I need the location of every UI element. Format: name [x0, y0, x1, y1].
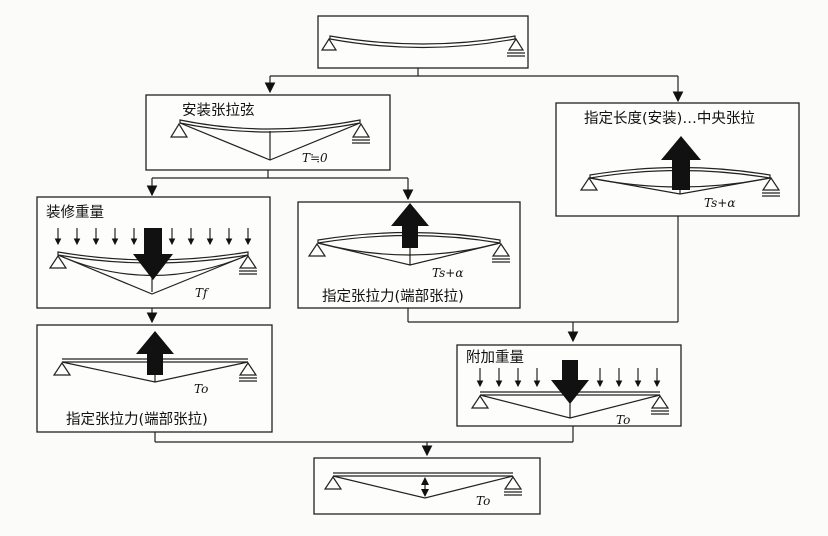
final-state-node: To: [313, 457, 541, 515]
finish-load-value: Tf: [195, 286, 210, 300]
end-tension-a-label: 指定张拉力(端部张拉): [322, 288, 464, 305]
pin-support-icon: [579, 176, 599, 191]
pin-support-icon: [323, 475, 343, 490]
end-tension-b-label: 指定张拉力(端部张拉): [66, 411, 208, 428]
center-tension-value: Ts+α: [704, 196, 735, 210]
distributed-load-arrows: [54, 228, 252, 246]
roller-support-icon: [351, 122, 371, 138]
roller-support-icon: [238, 361, 258, 376]
center-tension-label: 指定长度(安装)…中央张拉: [584, 110, 755, 127]
additional-load-node: 附加重量 To: [456, 344, 682, 427]
install-tension-node: 安装张拉弦 T≒0: [145, 94, 391, 171]
pin-support-icon: [307, 242, 327, 257]
initial-beam-node: [317, 15, 529, 69]
additional-load-label: 附加重量: [466, 349, 524, 366]
roller-support-icon: [761, 176, 781, 191]
end-tension-b-value: To: [194, 382, 208, 396]
center-tension-node: 指定长度(安装)…中央张拉 Ts+α: [555, 102, 800, 217]
distributed-load-arrows: [476, 368, 661, 388]
end-tension-a-value: Ts+α: [432, 266, 463, 280]
flow-connectors: [146, 68, 684, 457]
install-tension-label: 安装张拉弦: [182, 102, 255, 119]
pin-support-icon: [52, 361, 72, 376]
jack-force-arrow-icon: [391, 203, 429, 248]
finish-load-node: 装修重量 Tf: [36, 196, 271, 309]
additional-load-value: To: [616, 413, 630, 427]
pin-support-icon: [169, 122, 189, 138]
roller-support-icon: [650, 394, 670, 409]
load-arrow-icon: [133, 228, 173, 280]
install-tension-value: T≒0: [302, 151, 328, 165]
finish-load-label: 装修重量: [46, 204, 104, 221]
final-state-value: To: [476, 494, 490, 508]
jack-force-arrow-icon: [661, 136, 701, 190]
roller-support-icon: [238, 254, 258, 269]
pin-support-icon: [470, 394, 490, 409]
pin-support-icon: [48, 254, 68, 269]
end-tension-node-b: To 指定张拉力(端部张拉): [36, 324, 273, 433]
roller-support-icon: [507, 37, 525, 51]
roller-support-icon: [491, 242, 511, 257]
roller-support-icon: [503, 475, 523, 490]
pin-support-icon: [320, 37, 338, 51]
jack-force-arrow-icon: [136, 331, 174, 375]
end-tension-node-a: Ts+α 指定张拉力(端部张拉): [297, 201, 521, 309]
load-arrow-icon: [551, 360, 589, 404]
